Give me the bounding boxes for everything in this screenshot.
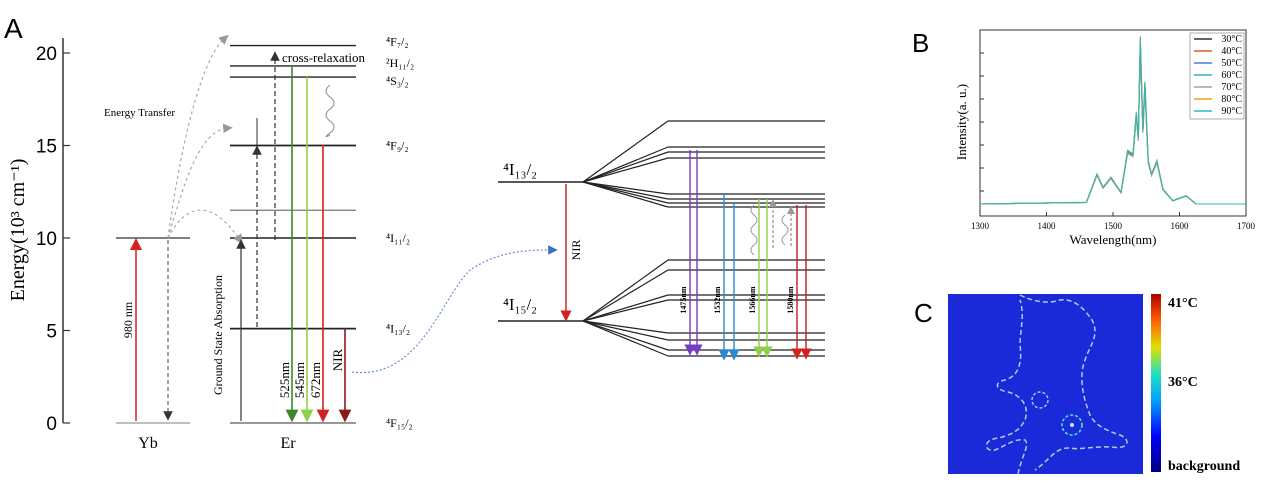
energy-axis-ticks: 0 5 10 15 20 <box>36 44 70 435</box>
er-level-label: ⁴S₃/₂ <box>386 74 409 88</box>
energy-level-diagram: 0 5 10 15 20 Energy(10³ cm⁻¹) Yb Er 980 nm ⁴… <box>7 34 558 452</box>
legend-entry: 90°C <box>1221 106 1242 117</box>
upper-fan-line <box>582 181 669 195</box>
x-tick-label: 1700 <box>1237 221 1256 231</box>
lower-fan-line <box>582 320 669 351</box>
stark-splitting-diagram: ⁴I₁₃/₂ ⁴I₁₅/₂ NIR 1475nm 1532nm 1566nm 1… <box>498 120 825 361</box>
y-tick-label: 5 <box>46 322 57 343</box>
legend-box <box>1189 32 1245 120</box>
transition-1532-label: 1532nm <box>713 286 722 313</box>
upper-fan-line <box>582 181 669 208</box>
energy-transfer-curve-3 <box>167 209 243 244</box>
emission-nir-label: NIR <box>330 348 345 371</box>
scale-mid-label: 36°C <box>1168 375 1198 390</box>
upper-fan-line <box>582 120 669 183</box>
panel-label-a: A <box>4 13 23 44</box>
er-level-label: ⁴I₁₁/₂ <box>386 231 410 245</box>
thermal-wavy-1 <box>750 204 758 256</box>
er-level-label: ⁴F₁₅/₂ <box>386 416 413 430</box>
spectrum-lines <box>979 35 1246 205</box>
nonradiative-wavy-arrow <box>325 84 335 138</box>
x-tick-label: 1600 <box>1171 221 1190 231</box>
color-scale-bar <box>1151 294 1161 472</box>
nir-label: NIR <box>569 240 583 261</box>
spectrum-chart: 1300 1400 1500 1600 1700 Wavelength(nm) Inte… <box>954 29 1256 247</box>
upper-manifold-label: ⁴I₁₃/₂ <box>503 160 537 179</box>
legend-entry: 80°C <box>1221 94 1242 105</box>
upper-fan-line <box>582 151 669 183</box>
legend-entry: 50°C <box>1221 58 1242 69</box>
er-levels <box>230 44 356 424</box>
scale-max-label: 41°C <box>1168 296 1198 311</box>
transition-1580-label: 1580nm <box>786 286 795 313</box>
roi-circle-1 <box>1031 391 1049 409</box>
lower-manifold-label: ⁴I₁₅/₂ <box>503 295 537 314</box>
hotspot <box>1070 423 1074 427</box>
yb-excitation-label: 980 nm <box>121 301 135 338</box>
emission-672-label: 672nm <box>308 362 323 398</box>
legend-entry: 60°C <box>1221 70 1242 81</box>
legend-entry: 40°C <box>1221 46 1242 57</box>
x-axis-ticks: 1300 1400 1500 1600 1700 <box>971 52 1256 231</box>
panel-label-c: C <box>914 298 933 328</box>
transition-1475-label: 1475nm <box>679 286 688 313</box>
panel-label-b: B <box>912 28 929 58</box>
y-axis-label: Intensity(a. u.) <box>954 84 969 160</box>
x-tick-label: 1300 <box>971 221 990 231</box>
energy-axis-label: Energy(10³ cm⁻¹) <box>7 159 29 302</box>
link-curve <box>351 245 558 374</box>
er-level-label: ⁴F₇/₂ <box>386 35 409 49</box>
upper-fan-line <box>582 181 669 200</box>
lower-fan-line <box>582 299 669 322</box>
y-tick-label: 10 <box>36 229 57 250</box>
lower-fan-line <box>582 320 669 357</box>
energy-transfer-label: Energy Transfer <box>104 107 175 119</box>
yb-levels <box>116 237 190 424</box>
lower-fan-line <box>582 294 669 322</box>
lower-fan-line <box>582 259 669 322</box>
legend: 30°C40°C50°C60°C70°C80°C90°C <box>1189 32 1245 120</box>
lower-fan-line <box>582 269 669 322</box>
legend-entry: 70°C <box>1221 82 1242 93</box>
lower-fan-line <box>582 320 669 334</box>
y-tick-label: 0 <box>46 414 57 435</box>
cross-relaxation-label: cross-relaxation <box>282 50 366 65</box>
thermal-image-panel: 41°C 36°C background <box>948 294 1240 475</box>
er-label: Er <box>280 435 296 452</box>
x-tick-label: 1500 <box>1104 221 1123 231</box>
scale-min-label: background <box>1168 459 1240 474</box>
legend-entry: 30°C <box>1221 34 1242 45</box>
energy-transfer-curve-1 <box>167 34 229 239</box>
x-tick-label: 1400 <box>1038 221 1057 231</box>
animal-outline <box>985 294 1128 475</box>
emission-545-label: 545nm <box>292 362 307 398</box>
upper-sublevels <box>582 120 825 208</box>
thermal-map <box>948 294 1143 474</box>
thermal-wavy-2 <box>781 214 789 246</box>
yb-label: Yb <box>138 435 158 452</box>
y-tick-label: 15 <box>36 137 57 158</box>
energy-transfer-curve-2 <box>167 123 233 239</box>
emission-525-label: 525nm <box>277 362 292 398</box>
upper-fan-line <box>582 181 669 204</box>
er-level-label: ⁴I₁₃/₂ <box>386 322 410 336</box>
lower-fan-line <box>582 320 669 341</box>
er-level-label: ⁴F₉/₂ <box>386 139 409 153</box>
er-level-label: ²H₁₁/₂ <box>386 56 414 70</box>
spectrum-series-line <box>979 37 1246 205</box>
gsa-label: Ground State Absorption <box>211 275 225 395</box>
x-axis-label: Wavelength(nm) <box>1069 232 1156 247</box>
er-level-labels: ⁴F₇/₂ ²H₁₁/₂ ⁴S₃/₂ ⁴F₉/₂ ⁴I₁₁/₂ ⁴I₁₃/₂ ⁴F₁₅/₂ <box>386 35 414 430</box>
upper-fan-line <box>582 157 669 183</box>
y-tick-label: 20 <box>36 44 57 65</box>
lower-sublevels <box>582 259 825 357</box>
upper-fan-line <box>582 146 669 183</box>
roi-circle-2 <box>1061 414 1083 436</box>
transition-1566-label: 1566nm <box>748 286 757 313</box>
